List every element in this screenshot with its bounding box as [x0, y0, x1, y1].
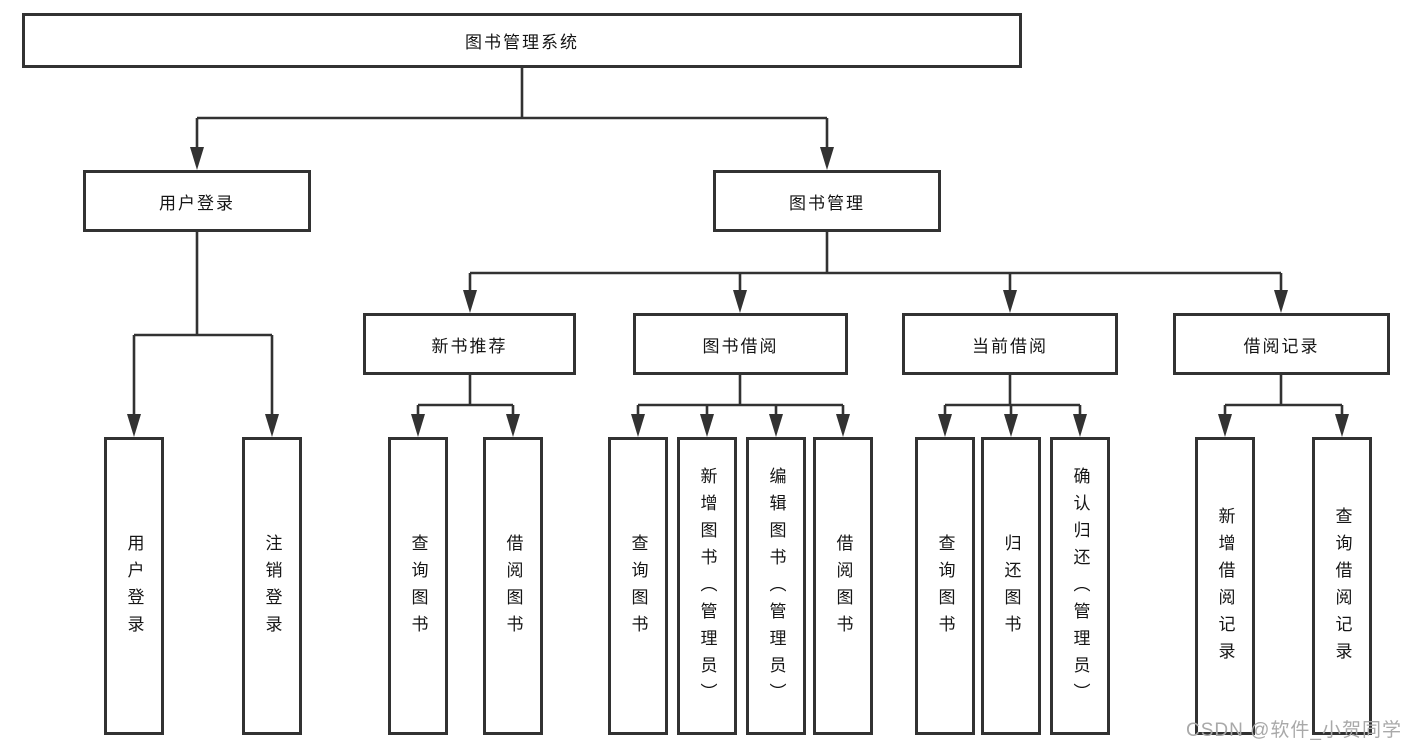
leaf-current-return-books: 归还图书 [981, 437, 1041, 735]
node-book-management: 图书管理 [713, 170, 941, 232]
node-book-borrowing: 图书借阅 [633, 313, 848, 375]
node-borrowing-records: 借阅记录 [1173, 313, 1390, 375]
leaf-user-login: 用户登录 [104, 437, 164, 735]
leaf-current-confirm-return-admin: 确认归还（管理员） [1050, 437, 1110, 735]
node-new-book-recommend: 新书推荐 [363, 313, 576, 375]
leaf-current-query-books: 查询图书 [915, 437, 975, 735]
connector-root-to-level2 [195, 68, 829, 150]
leaf-rec-borrow-books: 借阅图书 [483, 437, 543, 735]
leaf-borrow-add-books-admin: 新增图书（管理员） [677, 437, 737, 735]
leaf-records-add-record: 新增借阅记录 [1195, 437, 1255, 735]
node-root-system: 图书管理系统 [22, 13, 1022, 68]
arrowheads-level3 [463, 290, 1288, 313]
connector-mgmt-to-level3 [468, 232, 1283, 293]
arrowheads-level2 [190, 147, 834, 170]
connector-login-children [132, 232, 274, 417]
arrowheads-current-children [938, 414, 1087, 437]
connector-current-children [943, 375, 1082, 417]
node-user-login: 用户登录 [83, 170, 311, 232]
arrowheads-login-children [127, 414, 279, 437]
leaf-borrow-borrow-books: 借阅图书 [813, 437, 873, 735]
leaf-records-query-record: 查询借阅记录 [1312, 437, 1372, 735]
leaf-borrow-query-books: 查询图书 [608, 437, 668, 735]
leaf-borrow-edit-books-admin: 编辑图书（管理员） [746, 437, 806, 735]
arrowheads-borrow-children [631, 414, 850, 437]
leaf-logout: 注销登录 [242, 437, 302, 735]
connector-borrow-children [636, 375, 845, 417]
csdn-watermark: CSDN @软件_小贺同学 [1186, 720, 1402, 741]
connector-records-children [1223, 375, 1344, 417]
arrowheads-records-children [1218, 414, 1349, 437]
connector-rec-children [416, 375, 515, 417]
leaf-rec-query-books: 查询图书 [388, 437, 448, 735]
arrowheads-rec-children [411, 414, 520, 437]
node-current-borrowing: 当前借阅 [902, 313, 1118, 375]
